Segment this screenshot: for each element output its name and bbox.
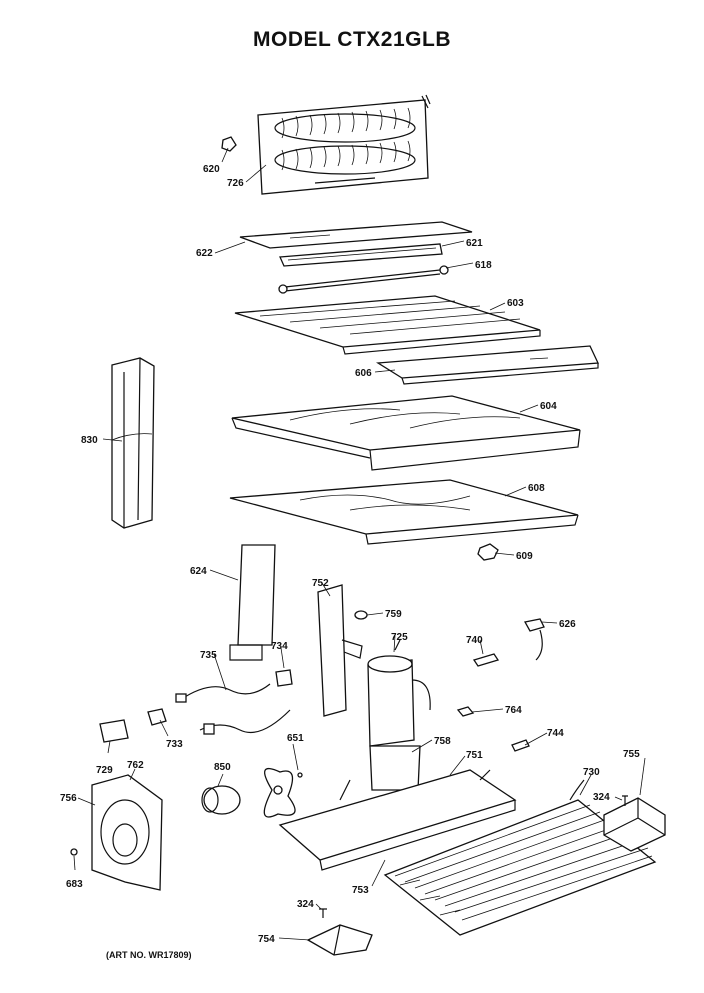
callout-764: 764	[505, 705, 522, 716]
callout-751: 751	[466, 750, 483, 761]
part-defrost-heater	[278, 265, 449, 294]
callout-759: 759	[385, 609, 402, 620]
callout-324-b: 324	[297, 899, 314, 910]
callout-756: 756	[60, 793, 77, 804]
part-fan-blade	[263, 767, 303, 818]
diagram-title: MODEL CTX21GLB	[253, 28, 451, 51]
part-740-clip	[472, 653, 500, 667]
callout-621: 621	[466, 238, 483, 249]
callout-735: 735	[200, 650, 217, 661]
callout-733: 733	[166, 739, 183, 750]
callout-609: 609	[516, 551, 533, 562]
callout-740: 740	[466, 635, 483, 646]
callout-606: 606	[355, 368, 372, 379]
part-compressor-bracket	[317, 584, 363, 717]
part-729-block	[99, 719, 129, 743]
part-thermostat-clip	[221, 136, 237, 152]
part-324-screw-a	[622, 795, 628, 806]
part-evaporator-tray	[231, 395, 581, 471]
part-324-screw-b	[319, 908, 327, 918]
callout-734: 734	[271, 641, 288, 652]
callout-651: 651	[287, 733, 304, 744]
part-machine-compartment-base	[278, 769, 517, 871]
leader-lines	[73, 147, 646, 941]
callout-608: 608	[528, 483, 545, 494]
part-733-overload	[147, 708, 167, 726]
callout-755: 755	[623, 749, 640, 760]
part-front-duct	[375, 345, 599, 385]
callout-758: 758	[434, 736, 451, 747]
part-683-screw	[70, 848, 78, 856]
part-freezer-pan	[229, 479, 579, 545]
part-compressor	[367, 639, 431, 747]
callout-725: 725	[391, 632, 408, 643]
callout-850: 850	[214, 762, 231, 773]
part-734-relay	[275, 669, 293, 687]
callout-324-a: 324	[593, 792, 610, 803]
callout-762: 762	[127, 760, 144, 771]
callout-620: 620	[203, 164, 220, 175]
callout-624: 624	[190, 566, 207, 577]
part-compressor-base	[369, 745, 421, 791]
callout-754: 754	[258, 934, 275, 945]
callout-729: 729	[96, 765, 113, 776]
part-744-clip	[511, 739, 530, 752]
part-755-bracket	[603, 797, 666, 852]
callout-753: 753	[352, 885, 369, 896]
part-mullion-channel	[111, 357, 155, 529]
callout-830: 830	[81, 435, 98, 446]
callout-604: 604	[540, 401, 557, 412]
callout-744: 744	[547, 728, 564, 739]
callout-603: 603	[507, 298, 524, 309]
part-air-duct	[229, 544, 276, 661]
callout-618: 618	[475, 260, 492, 271]
part-condenser-coil	[383, 779, 657, 936]
part-764-clip	[456, 706, 475, 717]
callout-622: 622	[196, 248, 213, 259]
part-heater-bracket	[279, 243, 443, 267]
part-626-bracket	[523, 618, 545, 661]
part-759-grommet	[354, 610, 368, 620]
callout-726: 726	[227, 178, 244, 189]
callout-752: 752	[312, 578, 329, 589]
part-wiring-harness	[175, 683, 291, 735]
callout-labels: 620 726 622 621 618 603 606 604 830 608 …	[60, 164, 640, 945]
part-fan-motor	[201, 785, 241, 815]
callout-626: 626	[559, 619, 576, 630]
part-fan-shroud	[91, 774, 163, 891]
callout-730: 730	[583, 767, 600, 778]
part-evaporator-cover	[234, 295, 541, 355]
part-754-bracket	[306, 924, 373, 956]
part-evaporator	[257, 94, 431, 195]
callout-683: 683	[66, 879, 83, 890]
part-drain-trough	[239, 221, 473, 249]
art-number: (ART NO. WR17809)	[106, 950, 192, 960]
part-609-clip	[477, 543, 499, 561]
